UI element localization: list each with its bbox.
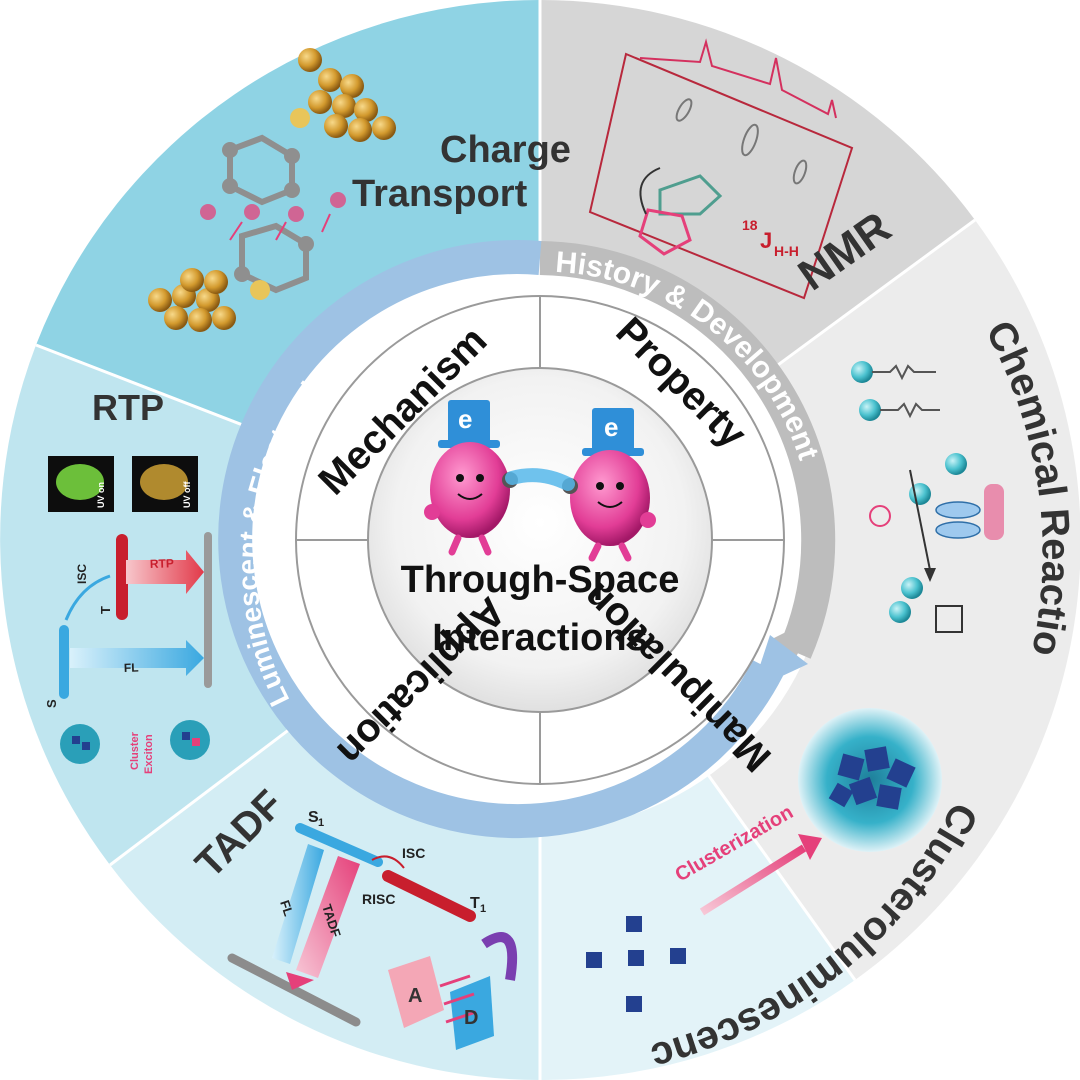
nmr-coupling-label: 18 J H-H [742, 217, 799, 259]
mascot-left-body [430, 442, 510, 538]
gold-electrode-top [298, 48, 396, 142]
svg-text:Cluster: Cluster [129, 731, 141, 770]
charge-transport-title-line2: Transport [352, 173, 528, 215]
gold-electrode-bottom [148, 268, 236, 332]
cluster-aggregate [798, 708, 942, 852]
rtp-title: RTP [92, 387, 164, 428]
mascot-right: e [562, 408, 656, 562]
reaction-scheme [851, 361, 1004, 633]
rtp-energy-diagram [59, 532, 212, 764]
svg-text:J: J [760, 228, 772, 253]
mascot-left-letter: e [458, 404, 472, 434]
svg-text:ISC: ISC [75, 564, 89, 584]
svg-text:FL: FL [124, 660, 139, 675]
ring-history-band [539, 241, 836, 659]
svg-text:T: T [470, 895, 480, 912]
clusterization-arrow [699, 834, 822, 916]
svg-text:RTP: RTP [150, 556, 174, 571]
rtp-labels: ISC RTP FL T S Cluster Exciton [44, 556, 174, 774]
svg-text:D: D [464, 1007, 478, 1029]
svg-text:FL: FL [277, 898, 296, 918]
mascot-right-letter: e [604, 412, 618, 442]
svg-text:18: 18 [742, 217, 758, 233]
svg-text:RISC: RISC [362, 891, 395, 907]
ring-luminescent-arrowhead [752, 635, 808, 690]
charge-carriers [200, 192, 346, 241]
center-title-line1: Through-Space [401, 559, 680, 601]
svg-text:1: 1 [480, 903, 486, 915]
svg-text:1: 1 [318, 817, 324, 829]
svg-text:UV off: UV off [182, 481, 192, 508]
svg-text:T: T [98, 606, 113, 614]
rtp-photos: UV on UV off [48, 456, 198, 512]
ring-luminescent-band [218, 240, 784, 839]
center-title-line2: Interactions [432, 617, 647, 659]
mascot-right-hat [592, 408, 634, 454]
mascot-interaction-beam [505, 468, 575, 491]
svg-text:ISC: ISC [402, 845, 425, 861]
svg-text:Exciton: Exciton [143, 734, 155, 774]
svg-text:S: S [308, 809, 319, 826]
mascot-right-body [570, 450, 650, 546]
isolated-molecules [586, 916, 686, 1012]
svg-text:UV on: UV on [96, 482, 106, 508]
mascot-left-hat [448, 400, 490, 446]
svg-text:S: S [44, 699, 59, 708]
inner-quadrant-lines [296, 296, 784, 784]
tadf-energy-diagram [227, 823, 518, 1050]
stacked-molecules [222, 108, 314, 300]
svg-text:A: A [408, 985, 422, 1007]
charge-transport-title-line1: Charge [440, 129, 571, 171]
nmr-spectrum-box [588, 38, 854, 300]
svg-text:H-H: H-H [774, 243, 799, 259]
mascot-left: e [424, 400, 518, 556]
